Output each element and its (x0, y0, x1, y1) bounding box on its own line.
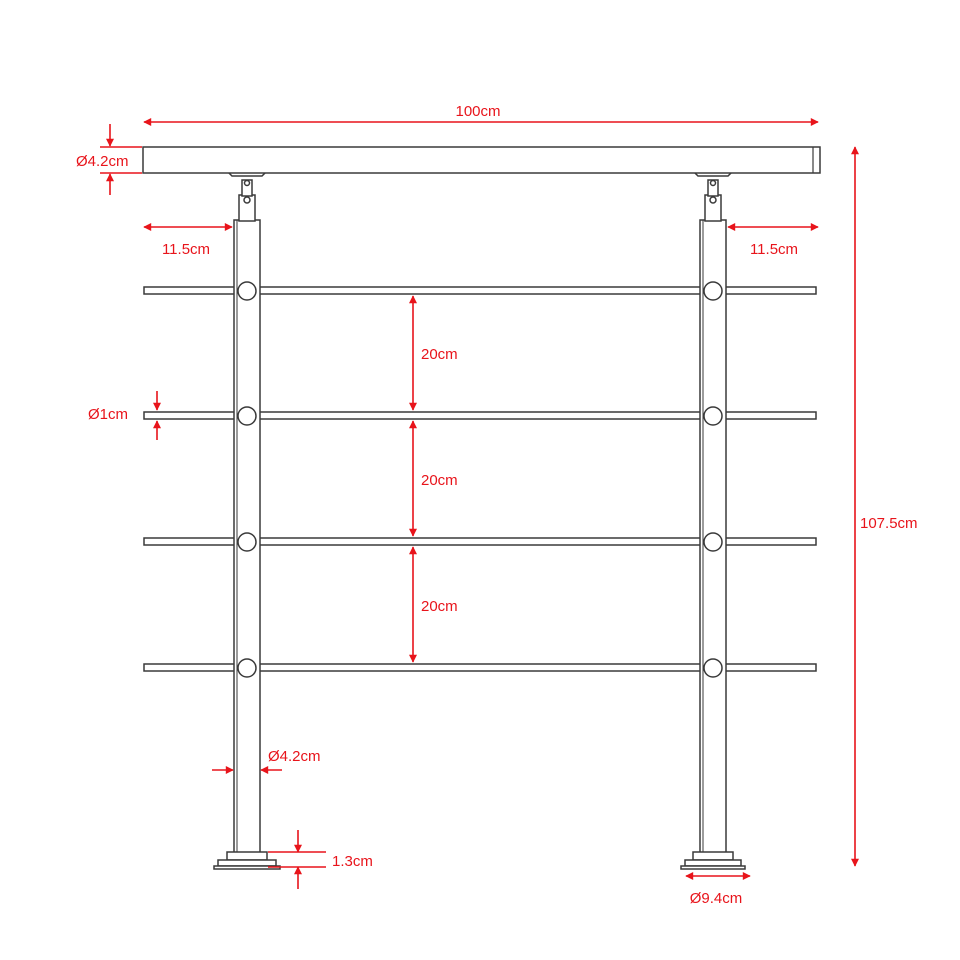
left-handrail-bracket (227, 168, 267, 222)
left-post (213, 168, 281, 870)
cross-rods (143, 286, 817, 672)
dim-handrail-length: 100cm (143, 103, 819, 126)
cross-rod-2 (143, 411, 817, 420)
label-rod-spacing-2: 20cm (421, 472, 458, 489)
label-rod-spacing-1: 20cm (421, 346, 458, 363)
right-post-rod-holder (703, 658, 723, 678)
label-handrail-diameter: Ø4.2cm (76, 153, 129, 170)
label-rod-spacing-3: 20cm (421, 598, 458, 615)
dim-rod-spacing-2: 20cm (409, 420, 458, 537)
right-post (680, 168, 746, 870)
cross-rod-1 (143, 286, 817, 295)
label-total-height: 107.5cm (860, 515, 918, 532)
dim-rod-diameter: Ø1cm (88, 391, 161, 440)
dim-total-height: 107.5cm (851, 146, 918, 867)
left-post-rod-holder (237, 281, 257, 301)
dim-rod-spacing-1: 20cm (409, 295, 458, 411)
label-post-diameter: Ø4.2cm (268, 748, 321, 765)
dim-post-diameter: Ø4.2cm (212, 748, 321, 774)
handrail (142, 146, 821, 174)
label-overhang-left: 11.5cm (162, 241, 210, 258)
left-post-rod-holder (237, 658, 257, 678)
right-post-rod-holder (703, 406, 723, 426)
railing (142, 146, 821, 870)
dimensions: 100cm Ø4.2cm 11.5cm 11.5cm 20cm 20cm (76, 103, 918, 907)
right-post-rod-holder (703, 281, 723, 301)
cross-rod-4 (143, 663, 817, 672)
dim-overhang-right: 11.5cm (727, 223, 819, 258)
label-base-thickness: 1.3cm (332, 853, 373, 870)
dim-handrail-diameter: Ø4.2cm (76, 124, 142, 195)
dim-base-diameter: Ø9.4cm (685, 872, 751, 907)
left-post-rod-holder (237, 406, 257, 426)
cross-rod-3 (143, 537, 817, 546)
right-base-plate (680, 851, 746, 870)
right-post-rod-holder (703, 532, 723, 552)
dim-base-thickness: 1.3cm (268, 830, 373, 889)
label-rod-diameter: Ø1cm (88, 406, 128, 423)
left-post-rod-holder (237, 532, 257, 552)
label-handrail-length: 100cm (455, 103, 500, 120)
right-handrail-bracket (693, 168, 733, 222)
label-overhang-right: 11.5cm (750, 241, 798, 258)
label-base-diameter: Ø9.4cm (690, 890, 743, 907)
dim-overhang-left: 11.5cm (143, 223, 233, 258)
dim-rod-spacing-3: 20cm (409, 546, 458, 663)
